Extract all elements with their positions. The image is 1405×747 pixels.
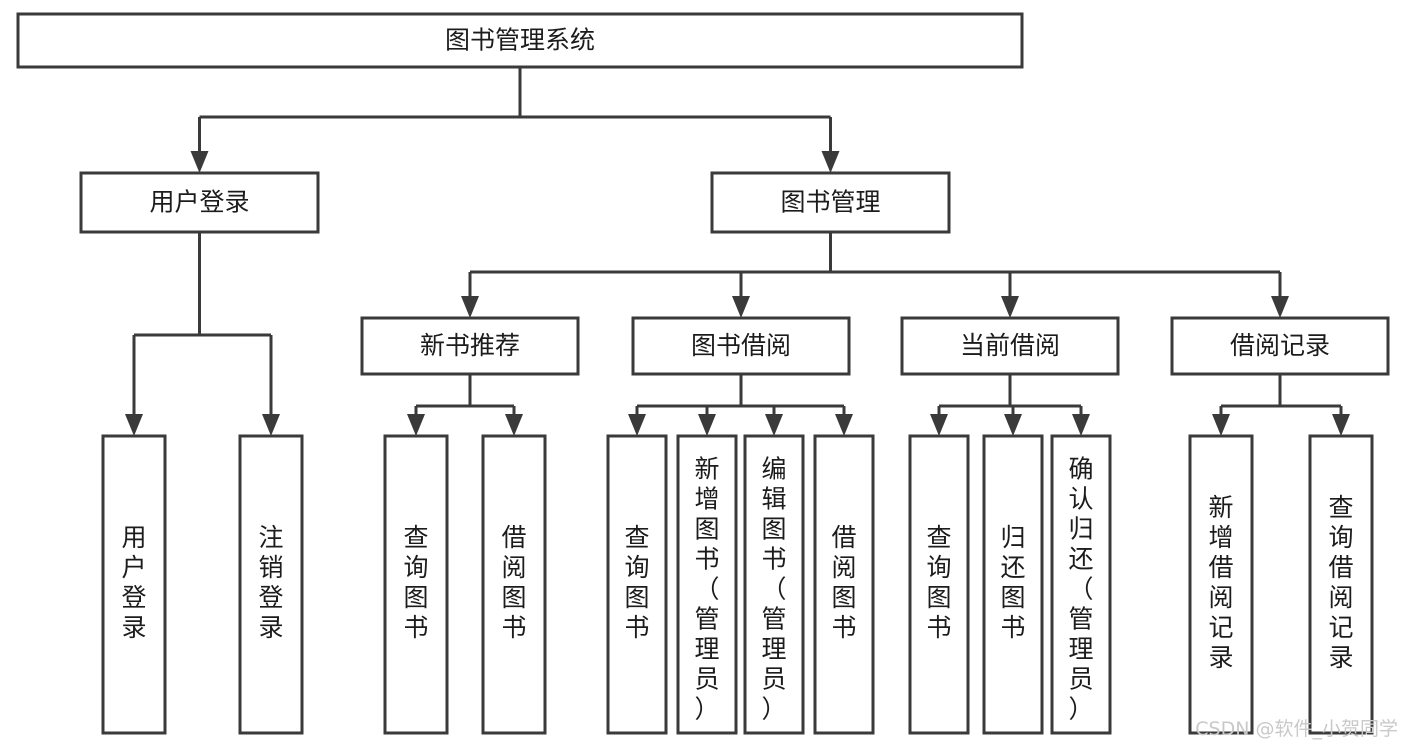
node-box bbox=[631, 316, 851, 376]
node-box bbox=[1308, 434, 1374, 735]
node-box bbox=[16, 12, 1024, 69]
node-label: 新增图书（管理员） bbox=[694, 455, 719, 724]
node-box bbox=[813, 434, 875, 735]
arrow-head-icon bbox=[1332, 414, 1350, 436]
arrow-head-icon bbox=[732, 296, 750, 318]
arrow-head-icon bbox=[1271, 296, 1289, 318]
node-label: 确认归还（管理员） bbox=[1068, 455, 1093, 724]
node-label: 新增借阅记录 bbox=[1208, 493, 1233, 672]
node-box bbox=[481, 434, 547, 735]
node-label: 当前借阅 bbox=[960, 331, 1060, 360]
node-label: 查询借阅记录 bbox=[1328, 493, 1353, 672]
node-leaf_13[interactable]: 查询借阅记录 bbox=[1308, 434, 1374, 735]
node-leaf_06[interactable]: 新增图书（管理员） bbox=[676, 434, 738, 735]
arrow-head-icon bbox=[461, 296, 479, 318]
node-box bbox=[1050, 434, 1112, 735]
node-leaf_08[interactable]: 借阅图书 bbox=[813, 434, 875, 735]
node-label: 编辑图书（管理员） bbox=[761, 455, 786, 724]
node-leaf_11[interactable]: 确认归还（管理员） bbox=[1050, 434, 1112, 735]
node-leaf_10[interactable]: 归还图书 bbox=[982, 434, 1044, 735]
node-leaf_12[interactable]: 新增借阅记录 bbox=[1188, 434, 1254, 735]
node-box bbox=[79, 171, 320, 234]
arrow-head-icon bbox=[505, 414, 523, 436]
arrow-head-icon bbox=[628, 414, 646, 436]
node-l2_d[interactable]: 借阅记录 bbox=[1170, 316, 1390, 376]
node-label: 查询图书 bbox=[926, 523, 951, 642]
node-box bbox=[606, 434, 668, 735]
node-box bbox=[710, 171, 951, 234]
arrow-head-icon bbox=[262, 414, 280, 436]
arrow-head-icon bbox=[765, 414, 783, 436]
node-l2_a[interactable]: 新书推荐 bbox=[360, 316, 580, 376]
node-leaf_01[interactable]: 用户登录 bbox=[101, 434, 167, 735]
arrow-head-icon bbox=[930, 414, 948, 436]
node-label: 图书管理系统 bbox=[445, 26, 595, 55]
node-l1_b[interactable]: 图书管理 bbox=[710, 171, 951, 234]
node-box bbox=[900, 316, 1120, 376]
node-leaf_09[interactable]: 查询图书 bbox=[908, 434, 970, 735]
node-label: 借阅记录 bbox=[1230, 331, 1330, 360]
arrow-head-icon bbox=[1072, 414, 1090, 436]
node-label: 用户登录 bbox=[149, 188, 249, 217]
arrow-head-icon bbox=[1004, 414, 1022, 436]
node-l2_b[interactable]: 图书借阅 bbox=[631, 316, 851, 376]
node-box bbox=[360, 316, 580, 376]
arrow-head-icon bbox=[1001, 296, 1019, 318]
node-label: 借阅图书 bbox=[501, 523, 526, 642]
node-label: 新书推荐 bbox=[420, 331, 520, 360]
node-label: 图书借阅 bbox=[691, 331, 791, 360]
node-label: 查询图书 bbox=[403, 523, 428, 642]
node-leaf_05[interactable]: 查询图书 bbox=[606, 434, 668, 735]
arrow-head-icon bbox=[190, 151, 209, 173]
arrow-head-icon bbox=[835, 414, 853, 436]
node-box bbox=[238, 434, 304, 735]
node-box bbox=[743, 434, 805, 735]
node-box bbox=[383, 434, 449, 735]
node-leaf_02[interactable]: 注销登录 bbox=[238, 434, 304, 735]
arrow-head-icon bbox=[125, 414, 143, 436]
node-box bbox=[908, 434, 970, 735]
node-box bbox=[676, 434, 738, 735]
node-leaf_04[interactable]: 借阅图书 bbox=[481, 434, 547, 735]
arrow-head-icon bbox=[821, 151, 840, 173]
node-label: 归还图书 bbox=[1000, 523, 1025, 642]
node-leaf_03[interactable]: 查询图书 bbox=[383, 434, 449, 735]
node-box bbox=[982, 434, 1044, 735]
csdn-watermark: CSDN @软件_小贺同学 bbox=[1195, 718, 1398, 740]
node-label: 注销登录 bbox=[258, 523, 283, 642]
node-box bbox=[101, 434, 167, 735]
node-box bbox=[1188, 434, 1254, 735]
node-label: 用户登录 bbox=[121, 523, 146, 642]
arrow-head-icon bbox=[1212, 414, 1230, 436]
node-root[interactable]: 图书管理系统 bbox=[16, 12, 1024, 69]
node-leaf_07[interactable]: 编辑图书（管理员） bbox=[743, 434, 805, 735]
arrow-head-icon bbox=[698, 414, 716, 436]
node-label: 借阅图书 bbox=[831, 523, 856, 642]
node-box bbox=[1170, 316, 1390, 376]
node-layer: 图书管理系统用户登录图书管理新书推荐图书借阅当前借阅借阅记录用户登录注销登录查询… bbox=[16, 12, 1390, 735]
arrow-head-icon bbox=[407, 414, 425, 436]
node-l1_a[interactable]: 用户登录 bbox=[79, 171, 320, 234]
node-l2_c[interactable]: 当前借阅 bbox=[900, 316, 1120, 376]
node-label: 查询图书 bbox=[624, 523, 649, 642]
node-label: 图书管理 bbox=[780, 188, 880, 217]
connector-layer bbox=[125, 67, 1350, 436]
